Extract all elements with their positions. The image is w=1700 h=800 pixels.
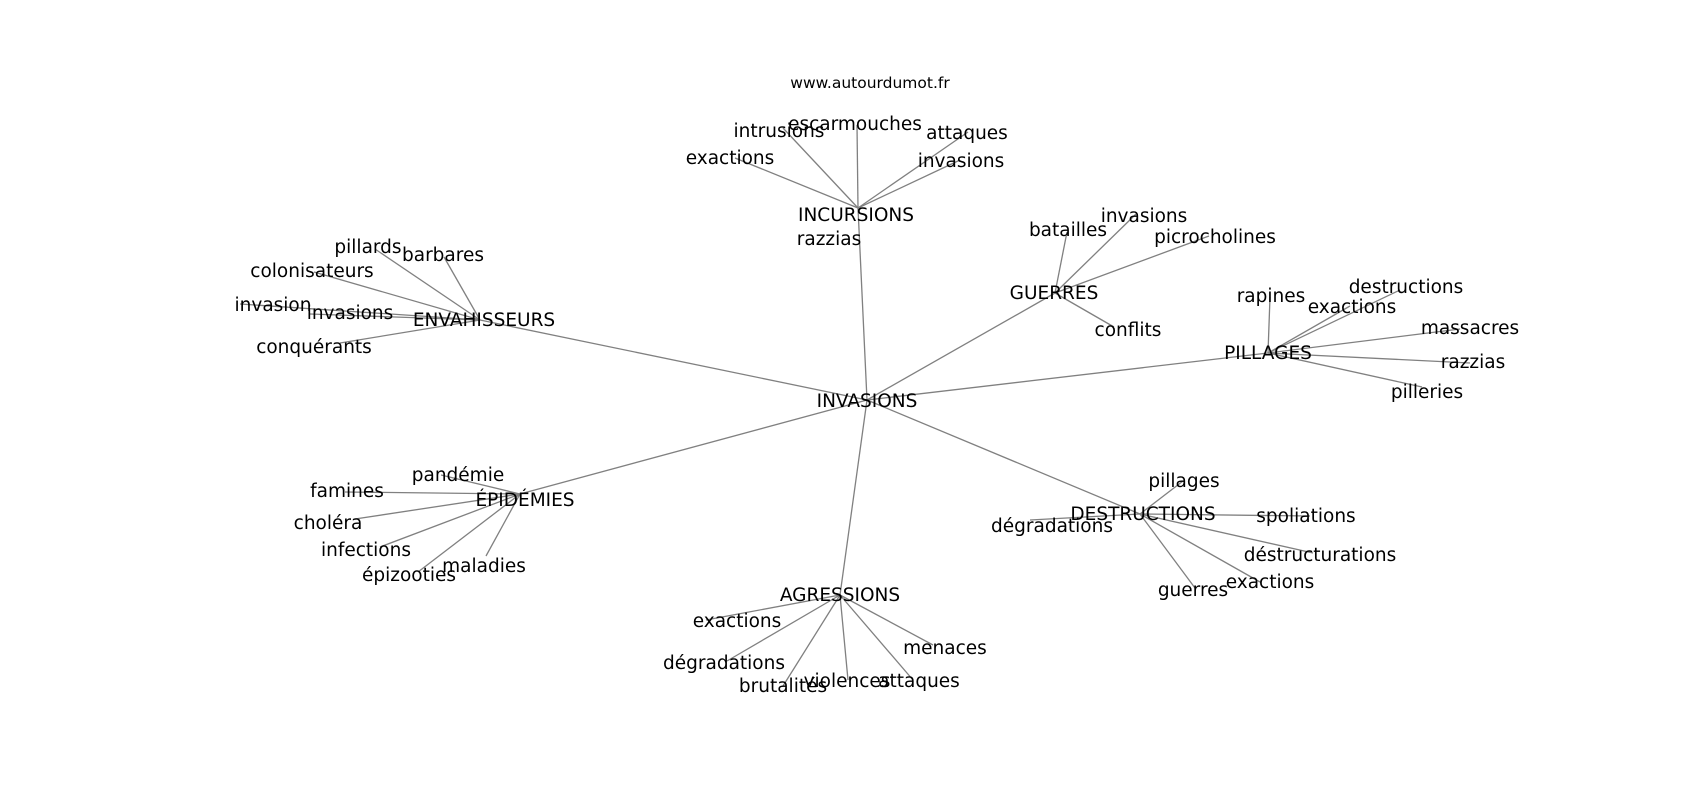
leaf-node-epidemies-1[interactable]: famines bbox=[310, 481, 384, 502]
cluster-node-epidemies[interactable]: ÉPIDÉMIES bbox=[475, 489, 574, 511]
edge-epidemies-4 bbox=[485, 493, 521, 557]
edge-root-guerres bbox=[866, 292, 1056, 401]
cluster-node-guerres[interactable]: GUERRES bbox=[1010, 283, 1099, 304]
cluster-node-destructions[interactable]: DESTRUCTIONS bbox=[1070, 504, 1215, 525]
edge-envahisseurs-4 bbox=[309, 313, 481, 321]
edge-pillages-5 bbox=[1267, 352, 1423, 388]
leaf-node-envahisseurs-2[interactable]: colonisateurs bbox=[250, 261, 373, 282]
leaf-node-envahisseurs-0[interactable]: pillards bbox=[334, 237, 401, 258]
edge-pillages-0 bbox=[1267, 289, 1401, 354]
edge-incursions-4 bbox=[734, 157, 859, 209]
edge-destructions-1 bbox=[1029, 513, 1141, 521]
leaf-node-incursions-4[interactable]: exactions bbox=[686, 148, 775, 169]
cluster-node-agressions[interactable]: AGRESSIONS bbox=[780, 585, 900, 606]
leaf-node-epidemies-0[interactable]: pandémie bbox=[412, 465, 504, 486]
leaf-node-incursions-1[interactable]: intrusions bbox=[734, 121, 825, 142]
leaf-node-pillages-5[interactable]: pilleries bbox=[1391, 382, 1463, 403]
leaf-node-pillages-1[interactable]: rapines bbox=[1237, 286, 1306, 307]
leaf-node-pillages-2[interactable]: exactions bbox=[1308, 297, 1397, 318]
leaf-node-incursions-2[interactable]: attaques bbox=[926, 123, 1008, 144]
edge-destructions-2 bbox=[1139, 513, 1311, 517]
leaf-node-destructions-1[interactable]: dégradations bbox=[991, 516, 1113, 537]
edge-pillages-1 bbox=[1267, 296, 1271, 354]
leaf-node-agressions-3[interactable]: violences bbox=[804, 671, 891, 692]
source-url[interactable]: www.autourdumot.fr bbox=[790, 74, 950, 92]
edge-destructions-0 bbox=[1139, 480, 1184, 515]
leaf-node-guerres-3[interactable]: conflits bbox=[1095, 320, 1162, 341]
edge-guerres-3 bbox=[1054, 292, 1115, 328]
edge-agressions-4 bbox=[839, 594, 914, 681]
edge-epidemies-2 bbox=[354, 493, 521, 520]
edge-envahisseurs-2 bbox=[313, 271, 481, 321]
leaf-node-envahisseurs-3[interactable]: invasion bbox=[235, 295, 312, 316]
leaf-node-agressions-4[interactable]: attaques bbox=[878, 671, 960, 692]
edge-agressions-1 bbox=[839, 594, 934, 646]
leaf-node-incursions-0[interactable]: escarmouches bbox=[788, 114, 922, 135]
leaf-node-epidemies-4[interactable]: maladies bbox=[442, 556, 526, 577]
edge-epidemies-0 bbox=[440, 474, 521, 495]
edge-root-incursions bbox=[857, 207, 868, 401]
leaf-node-destructions-0[interactable]: pillages bbox=[1148, 471, 1219, 492]
edge-root-destructions bbox=[866, 399, 1141, 515]
edge-root-pillages bbox=[866, 352, 1269, 401]
edge-root-envahisseurs bbox=[479, 319, 868, 401]
edge-agressions-5 bbox=[782, 594, 841, 687]
leaf-node-agressions-0[interactable]: exactions bbox=[693, 611, 782, 632]
leaf-node-agressions-2[interactable]: dégradations bbox=[663, 653, 785, 674]
edge-guerres-0 bbox=[1054, 213, 1137, 294]
edge-pillages-4 bbox=[1267, 352, 1471, 364]
edge-epidemies-3 bbox=[379, 493, 521, 548]
leaf-node-destructions-4[interactable]: exactions bbox=[1226, 572, 1315, 593]
leaf-node-destructions-3[interactable]: déstructurations bbox=[1244, 545, 1397, 566]
leaf-node-epidemies-2[interactable]: choléra bbox=[294, 513, 363, 534]
edge-epidemies-5 bbox=[417, 493, 521, 573]
cluster-node-incursions[interactable]: INCURSIONS bbox=[798, 205, 914, 226]
root-node[interactable]: INVASIONS bbox=[817, 391, 918, 412]
leaf-node-guerres-0[interactable]: invasions bbox=[1101, 206, 1188, 227]
leaf-node-envahisseurs-1[interactable]: barbares bbox=[402, 245, 484, 266]
leaf-node-incursions-3[interactable]: invasions bbox=[918, 151, 1005, 172]
edge-agressions-3 bbox=[839, 594, 849, 681]
graph-edges bbox=[239, 124, 1471, 687]
edge-root-epidemies bbox=[519, 399, 868, 495]
leaf-node-envahisseurs-4[interactable]: invasions bbox=[307, 303, 394, 324]
edge-agressions-0 bbox=[705, 594, 841, 621]
edge-agressions-2 bbox=[726, 594, 841, 662]
edge-envahisseurs-0 bbox=[374, 248, 481, 321]
edge-pillages-2 bbox=[1267, 305, 1351, 354]
cluster-node-envahisseurs[interactable]: ENVAHISSEURS bbox=[413, 310, 555, 331]
edge-destructions-4 bbox=[1139, 513, 1261, 583]
edge-envahisseurs-1 bbox=[443, 256, 481, 321]
edge-guerres-2 bbox=[1054, 235, 1210, 294]
edge-pillages-3 bbox=[1267, 328, 1461, 354]
cluster-node-pillages[interactable]: PILLAGES bbox=[1224, 343, 1312, 364]
edge-root-agressions bbox=[839, 399, 868, 596]
leaf-node-destructions-5[interactable]: guerres bbox=[1158, 580, 1228, 601]
edge-epidemies-1 bbox=[344, 491, 521, 495]
leaf-node-destructions-2[interactable]: spoliations bbox=[1256, 506, 1355, 527]
edge-guerres-1 bbox=[1054, 231, 1068, 294]
leaf-node-agressions-5[interactable]: brutalités bbox=[739, 676, 827, 697]
edge-incursions-0 bbox=[856, 124, 859, 209]
leaf-node-pillages-3[interactable]: massacres bbox=[1421, 318, 1519, 339]
edge-envahisseurs-3 bbox=[239, 303, 481, 321]
leaf-node-guerres-1[interactable]: batailles bbox=[1029, 220, 1107, 241]
edge-envahisseurs-5 bbox=[339, 319, 481, 344]
leaf-node-envahisseurs-5[interactable]: conquérants bbox=[256, 337, 372, 358]
leaf-node-incursions-5[interactable]: razzias bbox=[797, 229, 861, 250]
leaf-node-epidemies-3[interactable]: infections bbox=[321, 540, 411, 561]
leaf-node-epidemies-5[interactable]: épizooties bbox=[362, 565, 456, 586]
edge-incursions-2 bbox=[857, 131, 969, 209]
leaf-node-guerres-2[interactable]: picrocholines bbox=[1154, 227, 1276, 248]
edge-incursions-1 bbox=[782, 127, 859, 209]
edge-incursions-3 bbox=[857, 159, 961, 209]
leaf-node-pillages-4[interactable]: razzias bbox=[1441, 352, 1505, 373]
leaf-node-agressions-1[interactable]: menaces bbox=[903, 638, 987, 659]
leaf-node-pillages-0[interactable]: destructions bbox=[1349, 277, 1464, 298]
edge-destructions-5 bbox=[1139, 513, 1196, 589]
edge-destructions-3 bbox=[1139, 513, 1314, 554]
